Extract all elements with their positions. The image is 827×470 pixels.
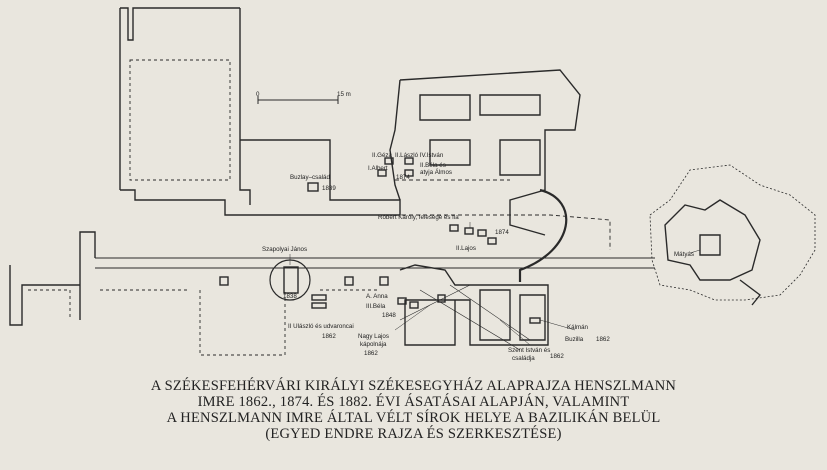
label-year-1862-a: 1862 [322,333,336,340]
tomb-ulaszlo-1 [311,294,327,301]
tomb-geza [384,157,394,165]
label-bela-almos: II.Béla és [420,162,446,169]
west-wing [9,231,96,326]
scale-zero: 0 [256,91,260,98]
south-complex [399,264,549,346]
tomb-robert-2 [464,227,474,235]
ne-dashed-outline [395,179,611,250]
west-wing-inner [28,289,71,320]
label-year-1839: 1839 [322,185,336,192]
label-robert: Róbert Károly, felesége és fia [378,214,459,221]
szapolyai-tomb [283,266,299,294]
caption-line-4: (EGYED ENDRE RAJZA ÉS SZERKESZTÉSE) [265,426,562,442]
south-hatch [399,284,531,351]
tomb-lajos [487,237,497,245]
label-szapolyai: Szapolyai János [262,246,307,253]
outer-building-outline [119,7,400,216]
square-1 [344,276,354,286]
floor-plan: 0 15 m II.Géza II.László IV.István I.Alb… [9,7,816,362]
label-laszlo-istvan: II.László IV.István [395,152,444,159]
leader-matyas [689,249,701,254]
inner-courtyard [129,59,231,181]
label-kalman: Kálmán [567,324,589,331]
apse-curve [518,188,568,282]
matyas-annex [739,279,761,306]
caption-line-2: IMRE 1862., 1874. ÉS 1882. ÉVI ÁSATÁSAI … [197,394,630,410]
tomb-kalman [529,317,541,324]
label-albert: I.Albert [368,165,388,172]
square-3 [219,276,229,286]
leader-szent-istvan [499,319,531,346]
label-year-1874-b: 1874 [495,229,509,236]
matyas-walls [664,199,761,281]
leader-nagy-lajos [394,304,431,331]
label-year-1838: 1838 [283,293,297,300]
label-year-1862-d: 1862 [596,336,610,343]
label-nagy-lajos: Nagy Lajos [358,333,389,340]
tomb-albert [377,169,387,177]
label-year-1848: 1848 [382,312,396,319]
label-geza: II.Géza [372,152,393,159]
label-anna: A. Anna [366,293,388,300]
tomb-robert-3 [477,229,487,237]
label-matyas: Mátyás [674,251,694,258]
tomb-bela [404,169,414,177]
ne-complex [389,69,581,236]
label-bela-almos-2: atyja Álmos [420,169,452,176]
caption-line-3: A HENSZLMANN IMRE ÁLTAL VÉLT SÍROK HELYE… [166,410,661,426]
label-kapolnaja: kápolnája [360,341,387,348]
leader-kalman [539,319,576,331]
matyas-outline [649,164,816,301]
tomb-anna [397,297,407,305]
label-buzilla: Buzilla [565,336,584,343]
tomb-laszlo [404,157,414,165]
tomb-buzlay [307,182,319,192]
square-4 [437,294,446,303]
label-szent-istvan: Szent István és [508,347,550,354]
nave-dashed [100,289,380,356]
scale-length: 15 m [337,91,351,98]
tomb-ulaszlo-2 [311,302,327,309]
label-year-1862-c: 1862 [550,353,564,360]
label-ulaszlo: II Ulászló és udvaroncai [288,323,354,330]
tomb-bela3 [409,301,419,309]
north-wall [240,139,401,215]
label-bela3: III.Béla [366,303,386,310]
scale-bar [257,96,339,104]
caption-line-1: A SZÉKESFEHÉRVÁRI KIRÁLYI SZÉKESEGYHÁZ A… [150,378,677,394]
tomb-robert-1 [449,224,459,232]
label-year-1862-b: 1862 [364,350,378,357]
figure-caption: A SZÉKESFEHÉRVÁRI KIRÁLYI SZÉKESEGYHÁZ A… [0,378,827,442]
label-year-1874-a: 1874 [396,174,410,181]
square-2 [379,276,389,286]
label-csaladja: családja [512,355,535,362]
label-buzlay: Buzlay–család [290,174,330,181]
label-lajos: II.Lajos [456,245,476,252]
